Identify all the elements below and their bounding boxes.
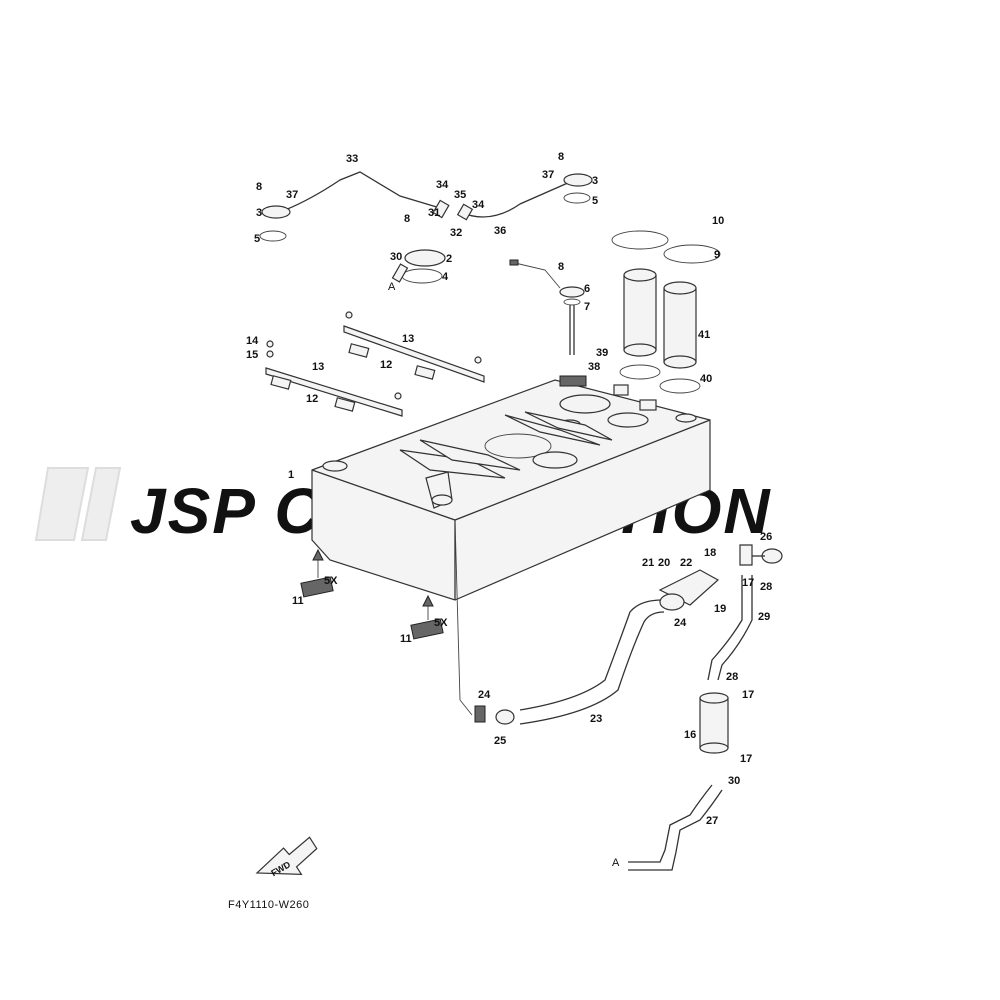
reference-a-bottom: A bbox=[612, 857, 620, 869]
callout-22: 22 bbox=[680, 557, 692, 569]
diagram-code: F4Y1110-W260 bbox=[228, 899, 309, 911]
callout-12: 12 bbox=[306, 393, 318, 405]
callout-34: 34 bbox=[436, 179, 449, 191]
reference-a-top: A bbox=[388, 281, 396, 293]
callout-24: 24 bbox=[674, 617, 687, 629]
callout-5: 5 bbox=[254, 233, 260, 245]
callout-30: 30 bbox=[728, 775, 740, 787]
callout-23: 23 bbox=[590, 713, 602, 725]
callout-13: 13 bbox=[312, 361, 324, 373]
callout-2: 2 bbox=[446, 253, 452, 265]
callout-15: 15 bbox=[246, 349, 258, 361]
callout-12: 12 bbox=[380, 359, 392, 371]
callout-4: 4 bbox=[442, 271, 449, 283]
callout-20: 20 bbox=[658, 557, 670, 569]
callout-8: 8 bbox=[256, 181, 262, 193]
callout-24: 24 bbox=[478, 689, 491, 701]
callout-31: 31 bbox=[428, 207, 440, 219]
callout-19: 19 bbox=[714, 603, 726, 615]
callout-5: 5 bbox=[592, 195, 598, 207]
callout-28: 28 bbox=[760, 581, 772, 593]
callout-1: 1 bbox=[288, 469, 294, 481]
callout-labels: 1 2 3 3 4 5 5 6 7 8 8 8 8 9 10 11 11 12 … bbox=[246, 151, 772, 827]
callout-11: 11 bbox=[400, 633, 412, 645]
callout-40: 40 bbox=[700, 373, 712, 385]
callout-36: 36 bbox=[494, 225, 506, 237]
callout-8: 8 bbox=[404, 213, 410, 225]
filter-canisters bbox=[611, 230, 721, 394]
callout-35: 35 bbox=[454, 189, 466, 201]
callout-8: 8 bbox=[558, 261, 564, 273]
qty-label-right: 5X bbox=[434, 617, 448, 629]
qty-label-left: 5X bbox=[324, 575, 338, 587]
callout-37: 37 bbox=[286, 189, 298, 201]
callout-3: 3 bbox=[592, 175, 598, 187]
callout-17: 17 bbox=[742, 689, 754, 701]
callout-3: 3 bbox=[256, 207, 262, 219]
callout-34: 34 bbox=[472, 199, 485, 211]
callout-25: 25 bbox=[494, 735, 506, 747]
callout-39: 39 bbox=[596, 347, 608, 359]
callout-27: 27 bbox=[706, 815, 718, 827]
callout-26: 26 bbox=[760, 531, 772, 543]
callout-21: 21 bbox=[642, 557, 654, 569]
callout-9: 9 bbox=[714, 249, 720, 261]
callout-41: 41 bbox=[698, 329, 710, 341]
callout-13: 13 bbox=[402, 333, 414, 345]
callout-14: 14 bbox=[246, 335, 259, 347]
callout-18: 18 bbox=[704, 547, 716, 559]
rubber-pads bbox=[300, 548, 444, 640]
callout-37: 37 bbox=[542, 169, 554, 181]
callout-17: 17 bbox=[742, 577, 754, 589]
tank-straps bbox=[265, 311, 485, 417]
callout-28: 28 bbox=[726, 671, 738, 683]
callout-38: 38 bbox=[588, 361, 600, 373]
callout-6: 6 bbox=[584, 283, 590, 295]
fuel-tank bbox=[311, 375, 711, 601]
callout-30: 30 bbox=[390, 251, 402, 263]
fuel-hoses bbox=[454, 519, 783, 871]
callout-17: 17 bbox=[740, 753, 752, 765]
callout-29: 29 bbox=[758, 611, 770, 623]
callout-16: 16 bbox=[684, 729, 696, 741]
callout-7: 7 bbox=[584, 301, 590, 313]
vent-fittings bbox=[259, 171, 593, 355]
fwd-arrow: FWD bbox=[255, 836, 318, 878]
callout-33: 33 bbox=[346, 153, 358, 165]
callout-10: 10 bbox=[712, 215, 724, 227]
callout-32: 32 bbox=[450, 227, 462, 239]
callout-8: 8 bbox=[558, 151, 564, 163]
callout-11: 11 bbox=[292, 595, 304, 607]
